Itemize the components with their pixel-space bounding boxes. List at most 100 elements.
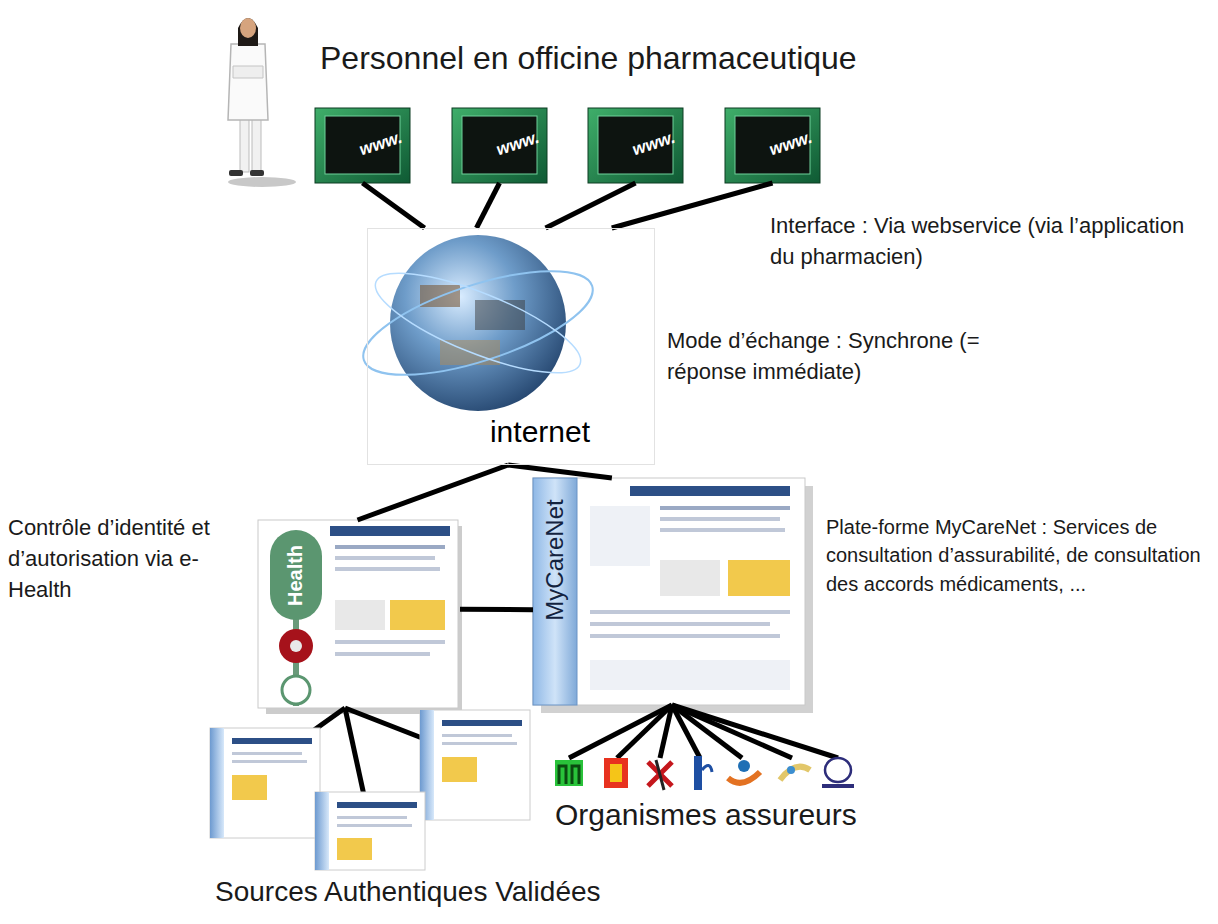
- authentic-sources-part: [232, 738, 312, 744]
- insurer-logos-part: [610, 764, 622, 782]
- ehealth-portal-part: [330, 526, 450, 536]
- workstation-screen: www.: [725, 108, 820, 183]
- mycarenet-box: MyCareNet: [533, 478, 805, 705]
- group-title: Personnel en officine pharmaceutique: [320, 36, 857, 81]
- ehealth-portal-part: [335, 640, 445, 644]
- insurer-logos-part: [656, 760, 664, 790]
- insurer-logos-part: [780, 767, 810, 780]
- insurer-logos-part: [694, 756, 702, 790]
- insurer-logos-part: [822, 784, 854, 788]
- authentic-sources-part: [337, 824, 412, 827]
- mycarenet-portal-part: [660, 560, 720, 596]
- connector-line: [363, 183, 425, 228]
- mycarenet-portal-part: [660, 528, 785, 532]
- connector-line: [358, 465, 509, 520]
- ehealth-portal-part: [335, 545, 445, 549]
- connector-line: [358, 465, 509, 520]
- connector-line: [460, 607, 533, 612]
- workstation-screens-part: [452, 108, 547, 183]
- connector-line: [363, 183, 425, 228]
- workstation-screens-part: [588, 108, 683, 183]
- authentic-sources-part: [442, 742, 517, 745]
- insurer-logos-part: [604, 758, 628, 788]
- exchange-mode-note: Mode d’échange : Synchrone (= réponse im…: [667, 325, 1047, 387]
- mycarenet-portal-part: [590, 506, 650, 566]
- ehealth-portal-part: [258, 520, 458, 708]
- ehealth-portal: [258, 520, 462, 714]
- pharmacist-figure-part: [233, 66, 263, 78]
- insurer-logos-part: [555, 760, 583, 786]
- internet-globe-part: [390, 235, 566, 411]
- ehealth-portal-part: [335, 567, 440, 571]
- insurer-logos-part: [672, 705, 838, 758]
- screen-text: www.: [630, 128, 678, 161]
- insurer-logos: [555, 705, 854, 790]
- mycarenet-portal-part: [728, 560, 790, 596]
- mycarenet-portal-part: [533, 478, 577, 705]
- internet-globe-part: [365, 254, 591, 392]
- pharmacist-figure-part: [238, 18, 258, 46]
- internet-globe-part: [475, 300, 525, 330]
- internet-label: internet: [486, 415, 594, 449]
- workstation-screens-part: [315, 108, 410, 183]
- mycarenet-description: Plate-forme MyCareNet : Services de cons…: [826, 513, 1208, 598]
- mycarenet-portal: [533, 478, 813, 713]
- workstation-screen: www.: [452, 108, 547, 183]
- authentic-sources-part: [442, 757, 477, 782]
- connector-line: [612, 183, 773, 228]
- authentic-sources-part: [337, 802, 417, 808]
- ehealth-box: Health: [255, 520, 460, 710]
- connector-line: [508, 465, 612, 478]
- ehealth-portal-part: [290, 640, 302, 652]
- insurer-logos-part: [559, 766, 579, 784]
- authentic-sources-part: [232, 760, 307, 763]
- connector-line: [476, 183, 499, 228]
- connector-line: [508, 465, 612, 478]
- pharmacist-figure-part: [228, 44, 268, 120]
- connector-line: [546, 183, 636, 228]
- workstation-screens: [315, 108, 820, 183]
- ehealth-portal-part: [282, 676, 310, 704]
- authentic-sources-part: [337, 838, 372, 860]
- mycarenet-portal-part: [660, 506, 790, 510]
- logo-text: Health: [285, 544, 308, 605]
- insurer-logos-part: [617, 705, 672, 758]
- pharmacist-figure-part: [228, 177, 296, 187]
- pharmacist-figure-part: [240, 18, 256, 38]
- screen-text: www.: [494, 128, 542, 161]
- authentic-sources-part: [420, 710, 530, 820]
- insurers-caption: Organismes assureurs: [555, 794, 857, 837]
- ehealth-portal-part: [279, 629, 313, 663]
- authentic-sources-part: [315, 792, 425, 870]
- portal-name: MyCareNet: [541, 499, 569, 620]
- connector-line: [460, 609, 533, 610]
- insurer-logos-part: [569, 705, 672, 758]
- mycarenet-portal-part: [590, 622, 770, 626]
- authentic-sources-part: [232, 752, 302, 755]
- mycarenet-portal-part: [590, 634, 780, 638]
- internet-globe-part: [352, 250, 604, 396]
- interface-note: Interface : Via webservice (via l’applic…: [770, 210, 1190, 272]
- connector-line: [476, 183, 499, 228]
- pharmacist-figure-part: [250, 170, 264, 176]
- internet-globe: [352, 235, 604, 411]
- connector-line: [546, 183, 636, 228]
- authentic-sources-part: [210, 728, 224, 838]
- pharmacist-figure-part: [229, 170, 243, 176]
- ehealth-portal-part: [335, 556, 435, 560]
- pharmacist-figure: [228, 18, 296, 187]
- workstation-screens-part: [725, 108, 820, 183]
- authentic-sources: [210, 708, 530, 870]
- internet-box: internet: [367, 228, 655, 465]
- ehealth-portal-part: [335, 652, 430, 656]
- connector-line: [612, 183, 773, 228]
- mycarenet-portal-part: [660, 517, 780, 521]
- mycarenet-portal-part: [533, 478, 805, 705]
- insurer-logos-part: [728, 772, 760, 783]
- authentic-sources-part: [345, 708, 365, 800]
- screen-text: www.: [357, 128, 405, 161]
- authentic-sources-part: [210, 728, 320, 838]
